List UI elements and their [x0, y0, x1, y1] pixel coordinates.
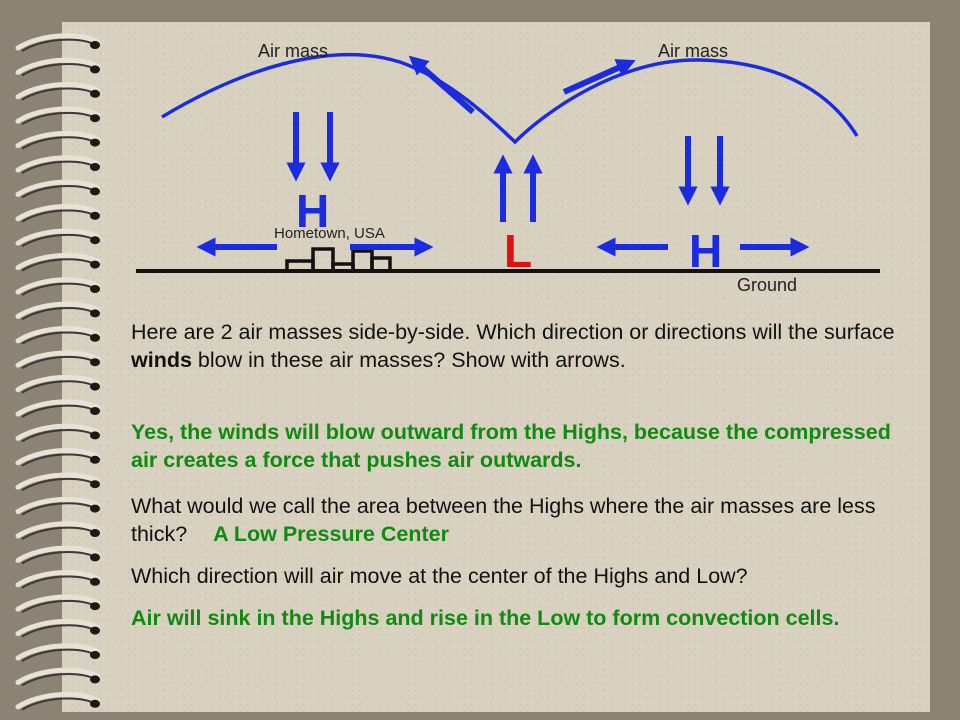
binding-ring — [15, 472, 101, 490]
binding-hole — [90, 504, 100, 513]
ground-label: Ground — [737, 275, 797, 295]
binding-ring — [15, 155, 101, 173]
binding-hole — [90, 577, 100, 586]
binding-ring — [15, 57, 101, 75]
low-pressure: L — [504, 225, 532, 277]
binding-ring — [15, 301, 101, 319]
high-pressure-left: H — [296, 185, 329, 237]
binding-hole — [90, 236, 100, 245]
binding-ring — [15, 448, 101, 466]
binding-hole — [90, 358, 100, 367]
spiral-binding — [15, 33, 101, 711]
binding-hole — [90, 89, 100, 98]
binding-ring — [15, 692, 101, 710]
binding-ring — [15, 643, 101, 661]
air-mass-diagram: Air mass Air mass H L H Hometown, USA Gr… — [136, 41, 880, 295]
binding-hole — [90, 163, 100, 171]
binding-hole — [90, 260, 100, 269]
answer-2: A Low Pressure Center — [213, 522, 449, 546]
binding-ring — [15, 570, 101, 588]
binding-ring — [15, 326, 101, 344]
binding-ring — [15, 130, 101, 149]
binding-ring — [15, 618, 101, 637]
air-mass-outline — [161, 52, 859, 145]
binding-hole — [90, 529, 100, 537]
air-mass-label-left: Air mass — [258, 41, 328, 61]
upper-arrow-right — [562, 59, 636, 95]
binding-ring — [15, 521, 101, 539]
binding-ring — [15, 667, 101, 685]
binding-hole — [90, 699, 100, 708]
binding-ring — [15, 228, 101, 246]
question-2: What would we call the area between the … — [131, 494, 876, 546]
binding-ring — [15, 277, 101, 295]
town-label: Hometown, USA — [274, 225, 385, 242]
paper-background — [62, 22, 930, 712]
binding-ring — [15, 252, 101, 271]
binding-hole — [90, 675, 100, 684]
binding-ring — [15, 399, 101, 417]
high-pressure-right: H — [689, 225, 722, 277]
binding-ring — [15, 423, 101, 441]
binding-hole — [90, 431, 100, 440]
binding-hole — [90, 138, 100, 147]
answer-3: Air will sink in the Highs and rise in t… — [131, 606, 840, 630]
binding-hole — [90, 407, 100, 415]
binding-hole — [90, 41, 100, 49]
binding-hole — [90, 187, 100, 196]
binding-hole — [90, 480, 100, 489]
question-1-emphasis: winds — [131, 348, 192, 372]
answer-1: Yes, the winds will blow outward from th… — [131, 420, 891, 472]
binding-hole — [90, 553, 100, 562]
binding-ring — [15, 545, 101, 563]
binding-ring — [15, 374, 101, 393]
air-mass-label-right: Air mass — [658, 41, 728, 61]
binding-hole — [90, 333, 100, 342]
binding-hole — [90, 626, 100, 635]
binding-hole — [90, 455, 100, 464]
upper-arrow-left — [408, 55, 475, 115]
binding-hole — [90, 114, 100, 123]
binding-ring — [15, 82, 101, 100]
question-3: Which direction will air move at the cen… — [131, 564, 748, 588]
binding-hole — [90, 651, 100, 659]
binding-ring — [15, 204, 101, 222]
binding-ring — [15, 33, 101, 51]
binding-hole — [90, 309, 100, 318]
binding-ring — [15, 496, 101, 515]
hometown-buildings — [285, 247, 392, 271]
binding-hole — [90, 285, 100, 293]
binding-ring — [15, 350, 101, 368]
binding-hole — [90, 382, 100, 391]
binding-hole — [90, 211, 100, 220]
binding-hole — [90, 602, 100, 611]
binding-ring — [15, 594, 101, 612]
question-1: Here are 2 air masses side-by-side. Whic… — [131, 320, 895, 372]
binding-ring — [15, 179, 101, 197]
binding-hole — [90, 65, 100, 74]
binding-ring — [15, 106, 101, 124]
